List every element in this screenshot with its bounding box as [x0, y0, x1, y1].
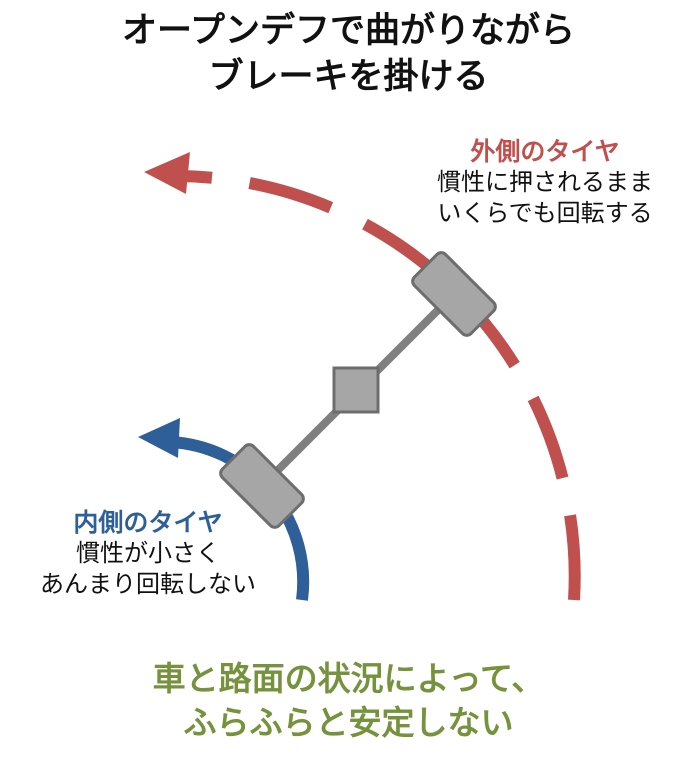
inner-tire-desc-line-2: あんまり回転しない: [40, 570, 256, 598]
page-title: オープンデフで曲がりながら ブレーキを掛ける: [0, 8, 697, 100]
inner-tire: [219, 443, 305, 529]
conclusion-text: 車と路面の状況によって、 ふらふらと安定しない: [0, 657, 697, 745]
inner-tire-label: 内側のタイヤ 慣性が小さく あんまり回転しない: [10, 507, 286, 600]
title-line-2: ブレーキを掛ける: [208, 57, 489, 97]
outer-tire-label: 外側のタイヤ 慣性に押されるまま いくらでも回転する: [405, 136, 685, 229]
inner-path-arrowhead: [138, 418, 180, 458]
differential: [332, 366, 380, 414]
inner-tire-desc-line-1: 慣性が小さく: [76, 539, 220, 567]
conclusion-line-2: ふらふらと安定しない: [183, 703, 514, 742]
outer-tire-heading: 外側のタイヤ: [470, 137, 620, 166]
outer-path-arrowhead: [144, 152, 190, 194]
outer-tire-desc-line-1: 慣性に押されるまま: [437, 168, 653, 196]
outer-tire-desc-line-2: いくらでも回転する: [437, 199, 653, 227]
inner-tire-heading: 内側のタイヤ: [73, 508, 223, 537]
outer-tire: [411, 251, 497, 337]
title-line-1: オープンデフで曲がりながら: [122, 11, 575, 51]
conclusion-line-1: 車と路面の状況によって、: [152, 659, 545, 698]
